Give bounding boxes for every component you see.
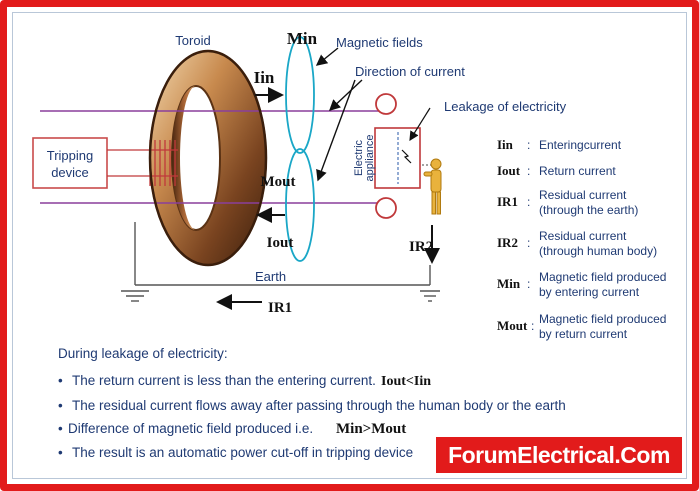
legend-sym-mout: Mout — [497, 318, 528, 333]
notes: During leakage of electricity: • The ret… — [58, 346, 566, 460]
iin-label: Iin — [254, 68, 275, 87]
legend-sym-iout: Iout — [497, 163, 521, 178]
legend-desc-ir1-2: (through the earth) — [539, 203, 638, 217]
legend-sym-iin: Iin — [497, 137, 514, 152]
legend-desc-ir2-1: Residual current — [539, 229, 627, 243]
direction-label: Direction of current — [355, 64, 465, 79]
field-pointer-lines — [315, 47, 363, 182]
toroid-label: Toroid — [175, 33, 210, 48]
note-1-formula: Iout<Iin — [381, 374, 431, 389]
svg-text:•: • — [58, 421, 63, 436]
note-1: The return current is less than the ente… — [72, 373, 376, 388]
note-3-formula: Min>Mout — [336, 421, 406, 437]
brand-badge: ForumElectrical.Com — [436, 437, 682, 473]
appliance-label-1: Electric — [353, 139, 365, 176]
legend-sym-ir2: IR2 — [497, 235, 518, 250]
ir2-label: IR2 — [409, 239, 433, 255]
svg-text:•: • — [58, 373, 63, 388]
earth-label: Earth — [255, 269, 286, 284]
legend-desc-ir1-1: Residual current — [539, 188, 627, 202]
person-icon — [423, 158, 442, 215]
svg-text::: : — [531, 319, 534, 333]
legend-desc-min-1: Magnetic field produced — [539, 270, 666, 284]
svg-text:•: • — [58, 398, 63, 413]
svg-text:•: • — [58, 445, 63, 460]
note-3: Difference of magnetic field produced i.… — [68, 421, 313, 436]
iout-label: Iout — [267, 235, 294, 251]
notes-heading: During leakage of electricity: — [58, 346, 228, 361]
current-arrows — [216, 87, 440, 310]
tripping-device-label-2: device — [51, 165, 89, 180]
note-2: The residual current flows away after pa… — [72, 398, 566, 413]
legend-sym-min: Min — [497, 276, 521, 291]
earth-line — [121, 222, 440, 302]
tripping-device-label-1: Tripping — [47, 148, 93, 163]
min-label: Min — [287, 29, 318, 48]
mout-label: Mout — [261, 174, 296, 190]
legend-desc-ir2-2: (through human body) — [539, 244, 657, 258]
svg-text::: : — [527, 138, 530, 152]
note-4: The result is an automatic power cut-off… — [72, 445, 413, 460]
legend-desc-mout-1: Magnetic field produced — [539, 312, 666, 326]
legend-desc-iout: Return current — [539, 164, 616, 178]
svg-text::: : — [527, 277, 530, 291]
leakage-pointer — [409, 107, 431, 142]
conductors — [40, 110, 380, 204]
appliance-label-2: appliance — [364, 134, 376, 181]
tripping-device-box — [32, 137, 108, 189]
ir1-label: IR1 — [268, 300, 292, 316]
svg-text::: : — [527, 164, 530, 178]
svg-text::: : — [527, 236, 530, 250]
legend-sym-ir1: IR1 — [497, 194, 518, 209]
magnetic-field-loops — [285, 36, 315, 262]
legend: Iin : Enteringcurrent Iout : Return curr… — [497, 137, 666, 341]
leakage-label: Leakage of electricity — [444, 99, 567, 114]
diagram-panel — [12, 12, 687, 479]
magnetic-fields-label: Magnetic fields — [336, 35, 423, 50]
legend-desc-min-2: by entering current — [539, 285, 640, 299]
legend-desc-iin: Enteringcurrent — [539, 138, 622, 152]
legend-desc-mout-2: by return current — [539, 327, 628, 341]
electric-appliance — [374, 93, 421, 219]
toroid-rim — [148, 49, 268, 267]
svg-text::: : — [527, 195, 530, 209]
